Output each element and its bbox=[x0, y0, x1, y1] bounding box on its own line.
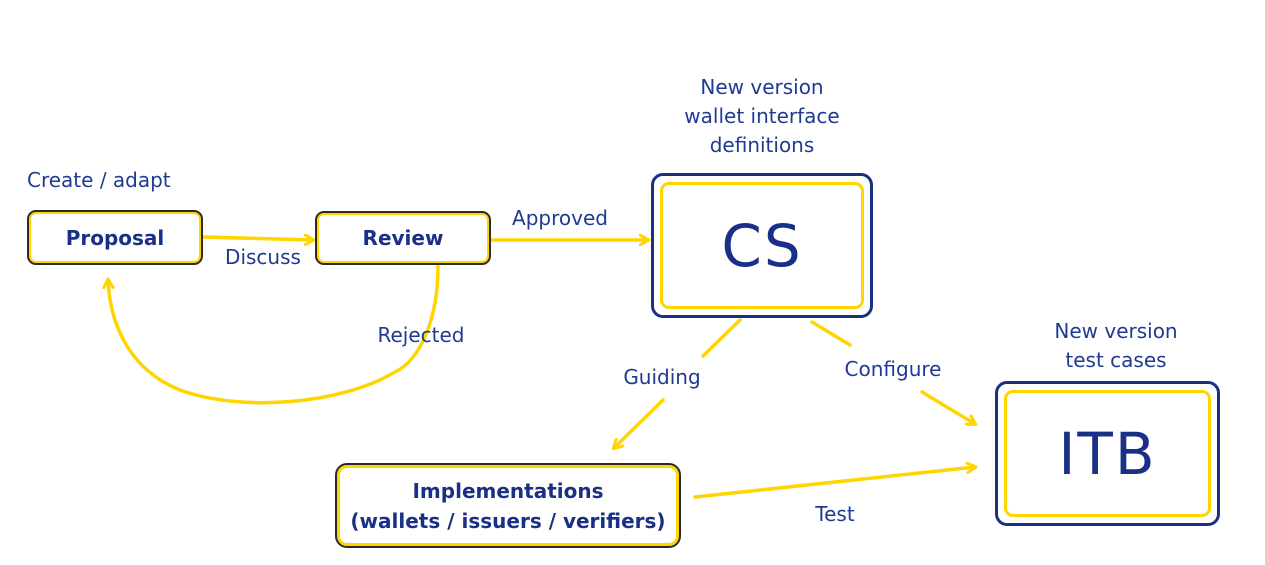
cs-caption-line-1: New version bbox=[700, 75, 824, 99]
proposal-caption: Create / adapt bbox=[27, 168, 171, 192]
arrow-discuss bbox=[202, 237, 313, 240]
arrow-test bbox=[693, 467, 975, 499]
itb-caption-line-2: test cases bbox=[1065, 348, 1167, 372]
arrow-guiding bbox=[614, 398, 665, 448]
itb-node-inner-border bbox=[1004, 390, 1211, 517]
implementations-label-line-2: (wallets / issuers / verifiers) bbox=[350, 508, 666, 533]
itb-label: ITB bbox=[1058, 419, 1157, 488]
edge-label-approved: Approved bbox=[512, 206, 608, 230]
review-node: Review bbox=[315, 211, 491, 265]
cs-label: CS bbox=[721, 211, 803, 280]
arrow-configure-top bbox=[810, 320, 852, 347]
edge-label-guiding: Guiding bbox=[623, 365, 701, 389]
cs-caption-line-2: wallet interface bbox=[684, 104, 840, 128]
edge-label-discuss: Discuss bbox=[225, 245, 301, 269]
edge-label-configure: Configure bbox=[844, 357, 942, 381]
itb-caption-line-1: New version bbox=[1054, 319, 1178, 343]
arrow-configure bbox=[920, 390, 975, 424]
proposal-node: Proposal bbox=[27, 210, 203, 265]
cs-node-inner-border bbox=[660, 182, 864, 309]
edge-label-rejected: Rejected bbox=[377, 323, 465, 347]
cs-caption-line-3: definitions bbox=[709, 133, 815, 157]
arrow-rejected bbox=[108, 264, 440, 405]
proposal-label: Proposal bbox=[65, 225, 165, 250]
cs-node: CS bbox=[651, 173, 873, 318]
edge-label-test: Test bbox=[815, 502, 855, 526]
implementations-node: Implementations (wallets / issuers / ver… bbox=[335, 463, 681, 548]
itb-node: ITB bbox=[995, 381, 1220, 526]
arrow-guiding-top bbox=[701, 318, 742, 358]
implementations-label-line-1: Implementations bbox=[412, 478, 604, 503]
review-label: Review bbox=[362, 226, 444, 250]
